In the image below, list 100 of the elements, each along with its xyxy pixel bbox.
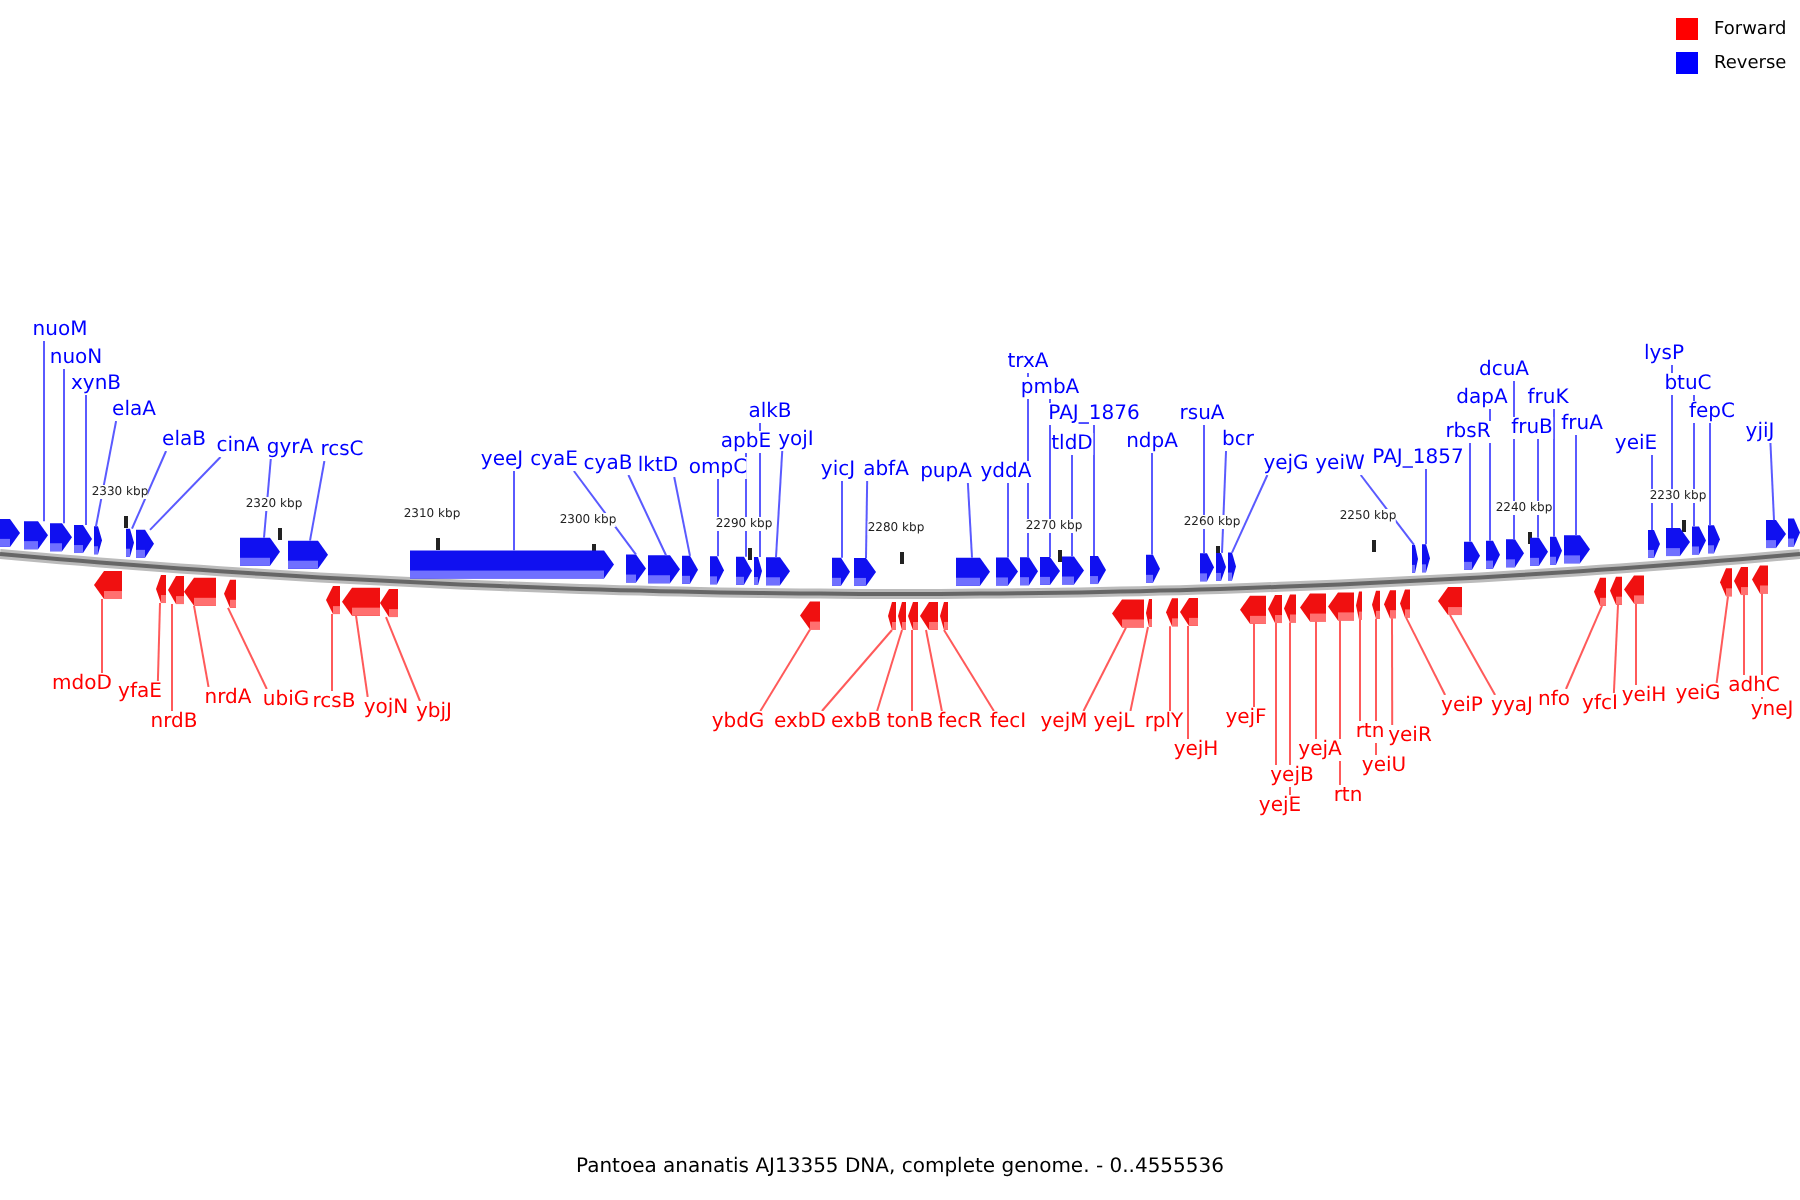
gene-label: pupA — [920, 461, 972, 483]
gene-feature — [1040, 556, 1060, 585]
gene-label: ompC — [688, 457, 748, 479]
gene-feature — [996, 557, 1018, 586]
gene-label: nfo — [1538, 689, 1570, 711]
gene-feature — [1464, 541, 1480, 570]
gene-feature — [1240, 595, 1266, 624]
leader-line — [1129, 625, 1149, 712]
gene-label: yddA — [980, 461, 1032, 483]
gene-feature — [1216, 552, 1226, 581]
leader-line — [1537, 438, 1539, 539]
gene-label: mdoD — [52, 673, 112, 695]
leader-line — [1375, 617, 1377, 756]
leader-line — [775, 450, 784, 559]
leader-line — [1187, 624, 1189, 740]
gene-feature — [1506, 539, 1524, 568]
leader-line — [1203, 424, 1205, 555]
leader-line — [101, 598, 103, 674]
gene-feature — [94, 571, 122, 599]
leader-line — [1169, 625, 1171, 712]
leader-line — [355, 614, 369, 698]
gene-feature — [1720, 568, 1732, 597]
gene-label: yyaJ — [1491, 695, 1533, 717]
leader-line — [1769, 442, 1775, 522]
gene-label: elaA — [112, 399, 156, 421]
gene-feature — [1020, 557, 1038, 586]
gene-feature — [1422, 544, 1430, 573]
gene-feature — [854, 557, 876, 586]
leader-line — [513, 470, 515, 552]
gene-feature — [754, 557, 762, 585]
gene-label: fecI — [989, 711, 1027, 733]
gene-label: fruA — [1561, 413, 1603, 435]
gene-feature — [1666, 528, 1690, 557]
leader-line — [1093, 424, 1095, 558]
gene-feature — [626, 554, 646, 583]
gene-label: yejB — [1270, 765, 1314, 787]
leader-line — [841, 480, 843, 559]
gene-label: ybdG — [711, 711, 765, 733]
gene-feature — [1166, 598, 1178, 627]
leader-line — [1635, 602, 1637, 686]
gene-label: dapA — [1456, 387, 1508, 409]
gene-feature — [156, 575, 166, 604]
gene-label: yeiP — [1441, 695, 1483, 717]
gene-feature — [1624, 575, 1644, 604]
leader-line — [1612, 603, 1619, 694]
leader-line — [966, 482, 973, 559]
leader-line — [1469, 442, 1471, 543]
leader-line — [673, 476, 691, 557]
gene-feature — [1090, 556, 1106, 585]
gene-feature — [1112, 599, 1144, 628]
gene-label: yejG — [1263, 453, 1309, 475]
gene-label: PAJ_1876 — [1048, 403, 1140, 425]
leader-line — [1221, 450, 1228, 554]
gene-label: cyaB — [583, 453, 633, 475]
gene-label: yeiH — [1621, 685, 1667, 707]
gene-label: rtn — [1355, 721, 1385, 743]
gene-feature — [50, 523, 72, 552]
gene-label: xynB — [70, 373, 122, 395]
leader-line — [911, 629, 913, 712]
leader-line — [156, 602, 161, 682]
gene-label: lktD — [637, 455, 679, 477]
leader-line — [1425, 468, 1427, 546]
gene-feature — [1062, 556, 1084, 585]
leader-line — [1715, 595, 1729, 684]
gene-label: yejE — [1258, 795, 1302, 817]
gene-feature — [380, 589, 398, 618]
gene-feature — [1328, 592, 1354, 621]
gene-feature — [94, 526, 102, 555]
leader-line — [85, 394, 87, 527]
leader-line — [1253, 622, 1255, 708]
gene-feature — [1734, 567, 1748, 596]
leader-line — [1359, 618, 1361, 722]
leader-line — [385, 616, 421, 702]
gene-label: rsuA — [1179, 403, 1225, 425]
gene-label: gyrA — [266, 437, 314, 459]
gene-feature — [800, 601, 820, 630]
gene-label: rplY — [1144, 711, 1184, 733]
gene-feature — [24, 521, 48, 550]
leader-line — [759, 628, 811, 712]
gene-feature — [1384, 590, 1396, 619]
gene-label: tonB — [886, 711, 934, 733]
gene-feature — [224, 579, 236, 608]
gene-label: rtn — [1333, 785, 1363, 807]
gene-label: yjiJ — [1745, 421, 1775, 443]
gene-feature — [1530, 537, 1548, 566]
gene-label: lysP — [1644, 343, 1684, 365]
gene-label: yfaE — [118, 681, 162, 703]
gene-feature — [1788, 518, 1800, 547]
gene-label: yeeJ — [480, 449, 524, 471]
gene-feature — [168, 576, 184, 605]
gene-feature — [956, 557, 990, 586]
gene-label: fecR — [937, 711, 983, 733]
gene-label: bcr — [1222, 429, 1254, 451]
leader-line — [1275, 622, 1277, 766]
gene-feature — [1610, 576, 1622, 605]
leader-line — [63, 368, 65, 525]
leader-line — [925, 628, 943, 712]
leader-line — [309, 460, 326, 542]
gene-label: yejH — [1173, 739, 1219, 761]
gene-feature — [410, 550, 614, 579]
